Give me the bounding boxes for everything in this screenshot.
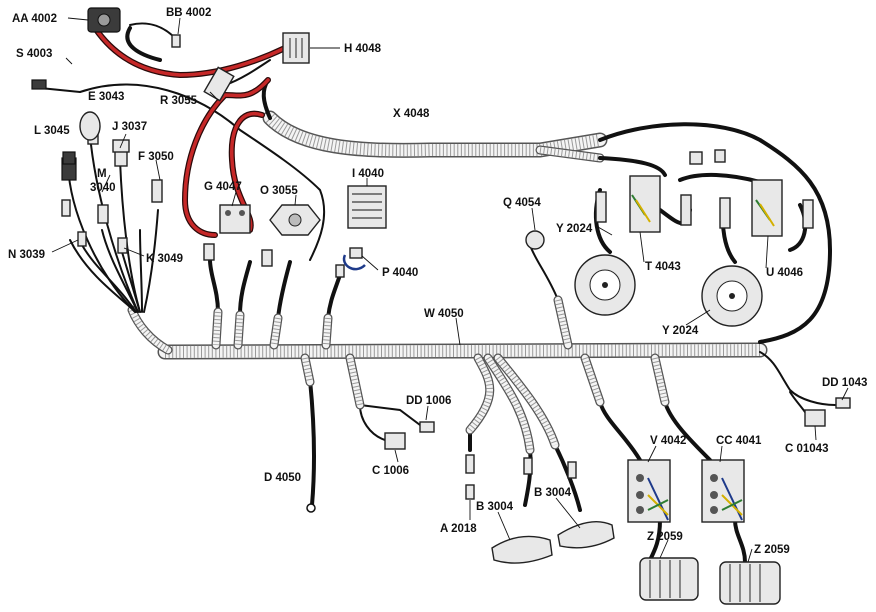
label-i4040: I 4040: [352, 168, 384, 180]
label-d4050: D 4050: [264, 472, 301, 484]
label-dd1006: DD 1006: [406, 395, 451, 407]
g4047-solenoid: [219, 204, 251, 234]
label-p4040: P 4040: [382, 267, 418, 279]
t4043-controller: [629, 175, 661, 233]
label-w4050: W 4050: [424, 308, 464, 320]
label-z2059-a: Z 2059: [647, 531, 683, 543]
z2059-motor-b: [719, 561, 781, 605]
label-c1006: C 1006: [372, 465, 409, 477]
label-f3050: F 3050: [138, 151, 174, 163]
label-bb4002: BB 4002: [166, 7, 211, 19]
label-aa4002: AA 4002: [12, 13, 57, 25]
label-m3040-line2: 3040: [90, 182, 116, 194]
q4054-sensor: [525, 230, 545, 250]
label-c01043: C 01043: [785, 443, 828, 455]
y2024-motor-a: [574, 254, 636, 316]
label-y2024-b: Y 2024: [662, 325, 699, 337]
callout-labels: AA 4002 BB 4002 S 4003 H 4048 E 3043 R 3…: [8, 7, 867, 556]
main-loom-w4050: [127, 305, 768, 360]
c01043-connector: [804, 409, 826, 427]
leader-lines: [51, 17, 849, 563]
b3004-light-a: [491, 535, 553, 564]
label-v4042: V 4042: [650, 435, 686, 447]
label-r3055: R 3055: [160, 95, 198, 107]
label-x4048: X 4048: [393, 108, 430, 120]
e3043-meter: [79, 111, 101, 141]
c1006-connector: [384, 432, 406, 450]
label-j3037: J 3037: [112, 121, 147, 133]
label-m3040-line1: M: [97, 168, 107, 180]
d4050-ring-terminal: [306, 503, 316, 513]
label-n3039: N 3039: [8, 249, 45, 261]
label-b3004-a: B 3004: [476, 501, 514, 513]
l3045-switch: [62, 151, 76, 165]
label-e3043: E 3043: [88, 91, 124, 103]
label-l3045: L 3045: [34, 125, 70, 137]
red-cables: [92, 22, 288, 238]
label-o3055: O 3055: [260, 185, 298, 197]
label-b3004-b: B 3004: [534, 487, 572, 499]
upper-loom-x4048: [262, 110, 608, 163]
h4048-anderson-connector: [282, 32, 310, 64]
label-g4047: G 4047: [204, 181, 242, 193]
label-a2018: A 2018: [440, 523, 477, 535]
p4040-plug: [342, 247, 366, 271]
v4042-controller: [627, 459, 671, 523]
z2059-motor-a: [639, 557, 699, 601]
label-s4003: S 4003: [16, 48, 52, 60]
label-k3049: K 3049: [146, 253, 183, 265]
label-q4054: Q 4054: [503, 197, 541, 209]
b3004-light-b: [557, 521, 615, 549]
label-y2024-a: Y 2024: [556, 223, 593, 235]
label-z2059-b: Z 2059: [754, 544, 790, 556]
i4040-regulator: [347, 185, 387, 229]
label-cc4041: CC 4041: [716, 435, 762, 447]
label-t4043: T 4043: [645, 261, 681, 273]
s4003-plug: [31, 79, 47, 90]
label-h4048: H 4048: [344, 43, 382, 55]
aa4002-key-switch: [87, 7, 121, 33]
branch-looms: [211, 295, 670, 455]
y2024-motor-b: [701, 265, 763, 327]
r3055-fuse-holder: [203, 66, 235, 102]
o3055-fuse: [269, 204, 321, 236]
u4046-controller: [751, 179, 783, 237]
label-dd1043: DD 1043: [822, 377, 867, 389]
label-u4046: U 4046: [766, 267, 803, 279]
cc4041-controller: [701, 459, 745, 523]
bb4002-plug: [171, 34, 181, 48]
